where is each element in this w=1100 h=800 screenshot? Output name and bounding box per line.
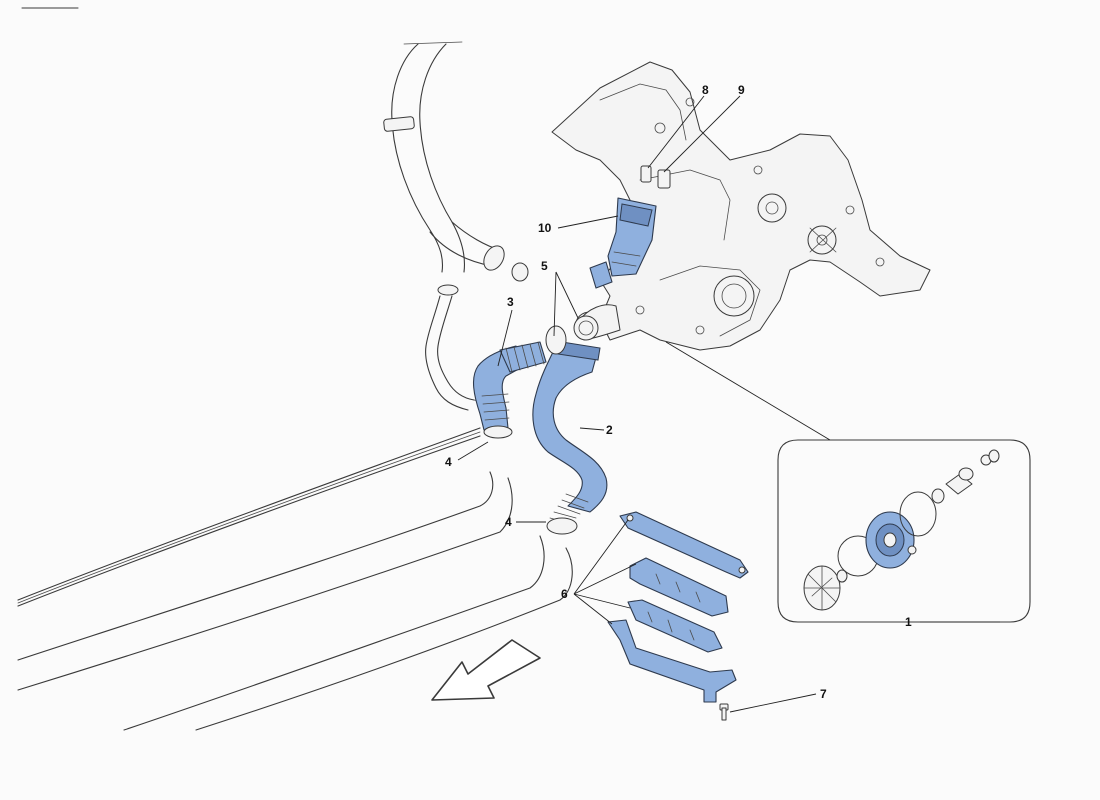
engine-timing-cover [551,61,931,351]
callout-1: 1 [905,615,912,629]
callout-2: 2 [606,423,613,437]
bolt-7 [719,703,729,721]
callout-4-lower: 4 [505,515,512,529]
upper-coolant-pipe [383,41,529,411]
callout-4-upper: 4 [445,455,452,469]
bracket-6-lower [627,599,723,653]
callout-8: 8 [702,83,709,97]
leader-lines [457,95,1000,713]
callout-3: 3 [507,295,514,309]
impeller [803,565,841,611]
hose-3 [472,341,547,439]
callout-10: 10 [538,221,552,235]
water-pump-inset [777,439,1031,623]
callout-7: 7 [820,687,827,701]
pump-body [865,511,917,569]
pump-shaft [945,467,974,495]
front-direction-arrow-icon [431,639,541,701]
callout-labels: 1 2 3 4 4 5 6 7 8 9 10 [445,83,912,701]
hose-2 [532,341,608,535]
bracket-6-middle [629,557,729,617]
thermostat-housing-10 [589,197,657,289]
bracket-6-top [619,511,749,579]
bracket-6-bottom [607,619,737,703]
callout-9: 9 [738,83,745,97]
callout-5: 5 [541,259,548,273]
radiator-pipes [17,427,573,731]
callout-6: 6 [561,587,568,601]
